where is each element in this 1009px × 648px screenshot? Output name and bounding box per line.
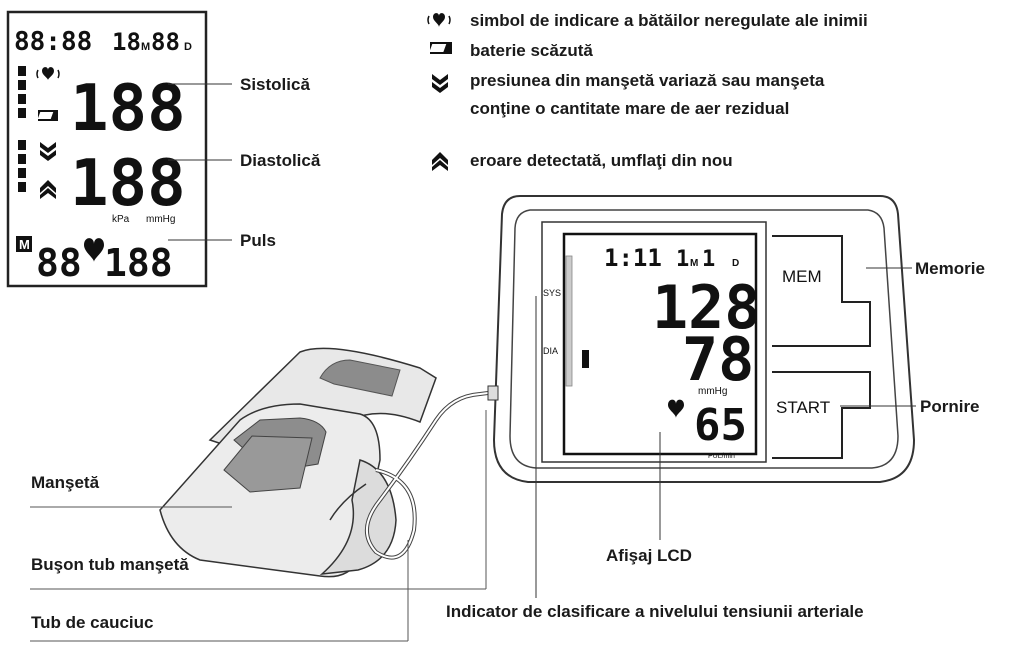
device-unit: mmHg: [698, 386, 727, 397]
tube-connector: [487, 385, 499, 401]
monitor-device: SYS DIA 1:11 1 M 1 D 128 78 mmHg 65 PUL/…: [492, 195, 916, 483]
systolic-label: Sistolică: [240, 75, 310, 94]
legend-error-text: eroare detectată, umflaţi din nou: [470, 151, 733, 170]
legend-inflate-icon: [432, 152, 448, 171]
rubber-tube-callout: Tub de cauciuc: [31, 613, 154, 632]
lcd-level-bar: [18, 66, 26, 192]
lcd-month-segments: 18: [112, 28, 141, 56]
legend-cuff-pressure-line2: conţine o cantitate mare de aer rezidual: [470, 99, 790, 118]
device-dia-label: DIA: [543, 346, 558, 356]
device-pulse-unit: PUL/min: [708, 453, 735, 460]
lcd-time-segments: 88:88: [14, 27, 92, 57]
lcd-systolic-segments: 188: [70, 72, 186, 146]
device-day-mark: D: [732, 258, 739, 269]
start-button-label: START: [776, 398, 830, 417]
device-day: 1: [702, 247, 715, 272]
device-pulse-value: 65: [694, 400, 747, 451]
lcd-pulse-segments: 188: [104, 241, 173, 285]
device-systolic-value: 128: [652, 273, 760, 343]
deflate-arrow-icon: [40, 142, 56, 161]
legend-cuff-pressure-line1: presiunea din manşetă variază sau manşet…: [470, 71, 825, 90]
start-callout: Pornire: [920, 397, 980, 416]
cuff-plug-callout: Buşon tub manşetă: [31, 555, 189, 574]
inflate-arrow-icon: [40, 180, 56, 199]
lcd-layout-panel: 88:88 18 M 88 D: [6, 10, 208, 288]
legend-low-battery-text: baterie scăzută: [470, 41, 593, 60]
device-diastolic-value: 78: [682, 325, 754, 395]
legend-irregular-heartbeat-text: simbol de indicare a bătăilor neregulate…: [470, 11, 868, 30]
lcd-memory-mark: M: [19, 237, 30, 252]
device-pulse-heart-icon: [668, 399, 684, 418]
lcd-unit-mmhg: mmHg: [146, 214, 175, 225]
lcd-diastolic-segments: 188: [70, 147, 186, 221]
legend-deflate-icon: [432, 74, 448, 93]
start-button[interactable]: START: [772, 371, 871, 459]
device-time: 1:11: [604, 244, 662, 272]
diastolic-label: Diastolică: [240, 151, 321, 170]
cuff-callout: Manşetă: [31, 473, 100, 492]
device-sys-label: SYS: [543, 288, 561, 298]
pulse-label: Puls: [240, 231, 276, 250]
low-battery-icon: [37, 110, 58, 121]
blood-pressure-cuff: [159, 347, 437, 578]
level-indicator-marker: [582, 350, 589, 368]
irregular-heartbeat-icon: [36, 67, 60, 80]
pulse-heart-icon: [84, 238, 104, 262]
lcd-day-segments: 88: [151, 28, 180, 56]
mem-button[interactable]: MEM: [772, 235, 871, 347]
lcd-memory-box: [16, 236, 32, 252]
level-indicator-strip: [565, 255, 573, 387]
legend-low-battery-icon: [429, 42, 452, 54]
legend-irregular-heartbeat-icon: [427, 13, 451, 27]
device-month: 1: [676, 247, 689, 272]
memory-callout: Memorie: [915, 259, 985, 278]
lcd-month-mark: M: [141, 41, 150, 53]
level-indicator-callout: Indicator de clasificare a nivelului ten…: [446, 602, 864, 621]
mem-button-label: MEM: [782, 267, 822, 286]
lcd-memory-segments: 88: [36, 241, 82, 285]
lcd-day-mark: D: [184, 41, 192, 53]
lcd-callout: Afişaj LCD: [606, 546, 692, 565]
device-month-mark: M: [690, 258, 698, 269]
lcd-unit-kpa: kPa: [112, 214, 130, 225]
